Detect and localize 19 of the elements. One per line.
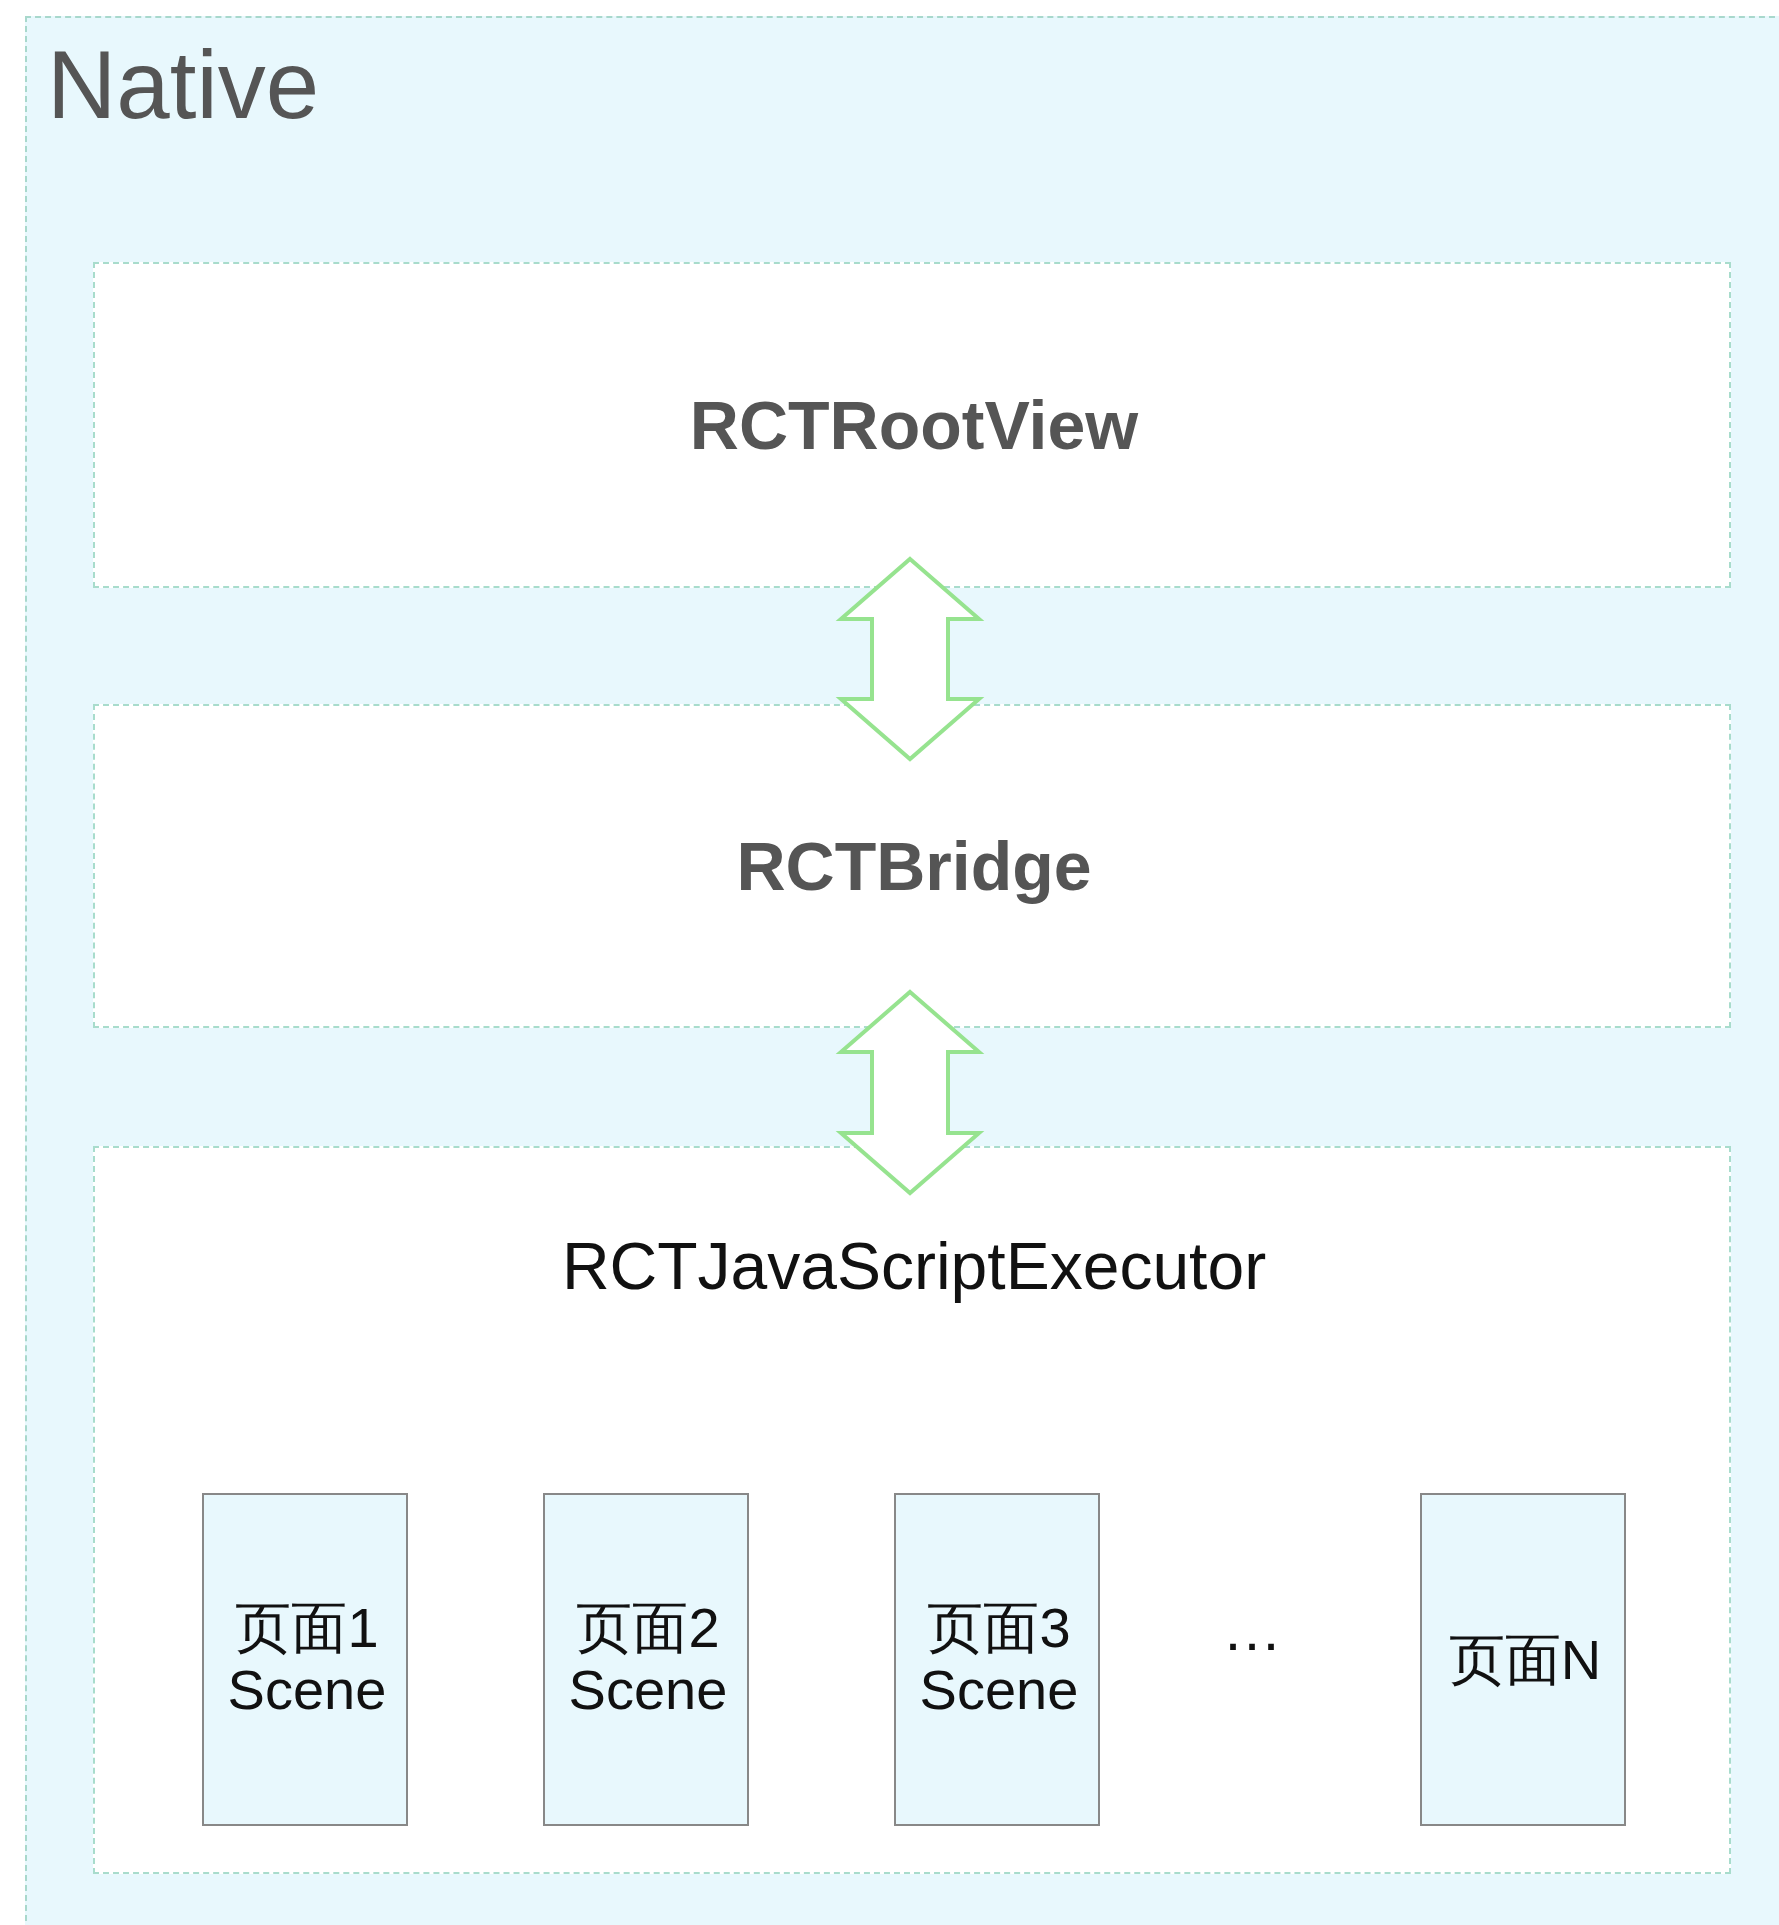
layer-box [93,262,1731,588]
scene-label: 页面2 Scene [567,1596,729,1723]
double-arrow [835,556,985,762]
layer-title: RCTJavaScriptExecutor [560,1228,1268,1304]
panel-title: Native [47,32,320,138]
scene-box [1420,1493,1626,1826]
layer-box [93,1146,1731,1874]
layer-title: RCTRootView [688,386,1140,464]
outer-panel [25,16,1779,1925]
scene-box [543,1493,749,1826]
scene-label: 页面1 Scene [226,1596,388,1723]
ellipsis-text: … [1222,1595,1282,1664]
scene-label: 页面3 Scene [918,1596,1080,1723]
scene-box [202,1493,408,1826]
scene-box [894,1493,1100,1826]
scene-label: 页面N [1447,1628,1603,1691]
layer-box [93,704,1731,1028]
double-arrow [835,989,985,1196]
layer-title: RCTBridge [735,827,1093,905]
